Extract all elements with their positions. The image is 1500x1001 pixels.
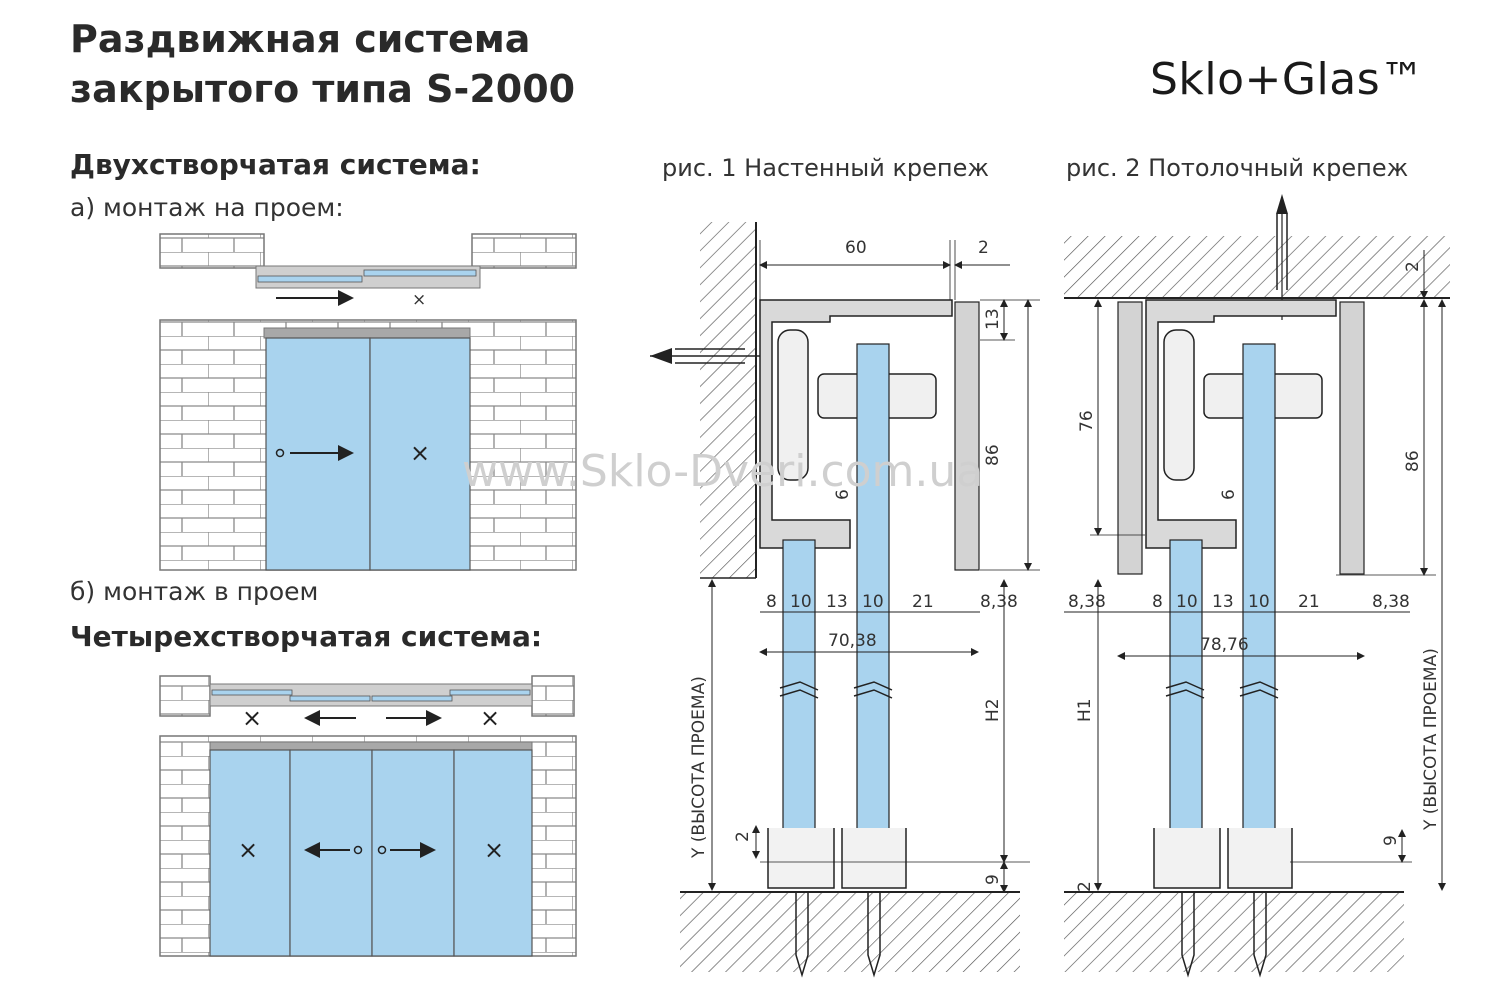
dim-6-fig1: 6 (833, 489, 853, 500)
svg-text:×: × (484, 836, 504, 864)
dim-row2-b: 10 (1176, 592, 1198, 612)
dim-row1-b: 10 (790, 592, 812, 612)
svg-text:×: × (480, 704, 500, 732)
y-label-fig1: Y (ВЫСОТА ПРОЕМА) (689, 676, 709, 859)
two-leaf-elevation: × (159, 319, 577, 571)
dim-86-fig1: 86 (983, 444, 1003, 466)
dim-9-fig1: 9 (983, 874, 1003, 885)
dim-7876: 78,76 (1200, 635, 1249, 655)
brand-logo: Sklo+Glas™ (1150, 54, 1425, 105)
page-title-line1: Раздвижная система (70, 17, 531, 61)
svg-text:×: × (238, 836, 258, 864)
four-leaf-elevation: × × (159, 735, 577, 957)
fig2-caption: рис. 2 Потолочный крепеж (1066, 154, 1409, 182)
page-title-line2: закрытого типа S-2000 (70, 67, 576, 111)
fig1-wall-mount (650, 222, 1040, 978)
watermark: www.Sklo-Dveri.com.ua (462, 446, 983, 497)
mount-a-label: а) монтаж на проем: (70, 193, 344, 222)
dim-838-fig1: 8,38 (980, 592, 1018, 612)
dim-row1-a: 8 (766, 592, 777, 612)
dim-86-fig2: 86 (1403, 450, 1423, 472)
four-leaf-heading: Четырехстворчатая система: (70, 620, 543, 653)
dim-h1: H1 (1075, 698, 1095, 722)
dim-row1-e: 21 (912, 592, 934, 612)
dim-60: 60 (845, 238, 867, 258)
dim-row2-e: 21 (1298, 592, 1320, 612)
y-label-fig2: Y (ВЫСОТА ПРОЕМА) (1421, 648, 1441, 831)
dim-row1-c: 13 (826, 592, 848, 612)
dim-7038: 70,38 (828, 631, 877, 651)
dim-row2-a: 8 (1152, 592, 1163, 612)
dim-row2-c: 13 (1212, 592, 1234, 612)
svg-text:×: × (410, 439, 430, 467)
dim-2-fig2-bottom: 2 (1075, 881, 1095, 892)
dim-9-fig2: 9 (1381, 835, 1401, 846)
dim-row2-d: 10 (1248, 592, 1270, 612)
dim-h2: H2 (983, 698, 1003, 722)
two-leaf-heading: Двухстворчатая система: (70, 148, 481, 181)
dim-838-fig2-left: 8,38 (1068, 592, 1106, 612)
dim-838-fig2-right: 8,38 (1372, 592, 1410, 612)
dim-76: 76 (1077, 410, 1097, 432)
dim-2-fig1: 2 (733, 831, 753, 842)
fixed-mark: × (412, 290, 426, 310)
svg-text:×: × (242, 704, 262, 732)
fig1-caption: рис. 1 Настенный крепеж (662, 154, 990, 182)
dim-6-fig2: 6 (1219, 489, 1239, 500)
two-leaf-plan-view: × (159, 233, 577, 310)
dim-row1-d: 10 (862, 592, 884, 612)
dim-2-top: 2 (978, 238, 989, 258)
mount-b-label: б) монтаж в проем (70, 577, 319, 606)
dim-2-fig2: 2 (1403, 261, 1423, 272)
fig2-ceiling-mount (1064, 194, 1450, 978)
dim-13: 13 (983, 308, 1003, 330)
four-leaf-plan-view: × × (159, 675, 575, 732)
